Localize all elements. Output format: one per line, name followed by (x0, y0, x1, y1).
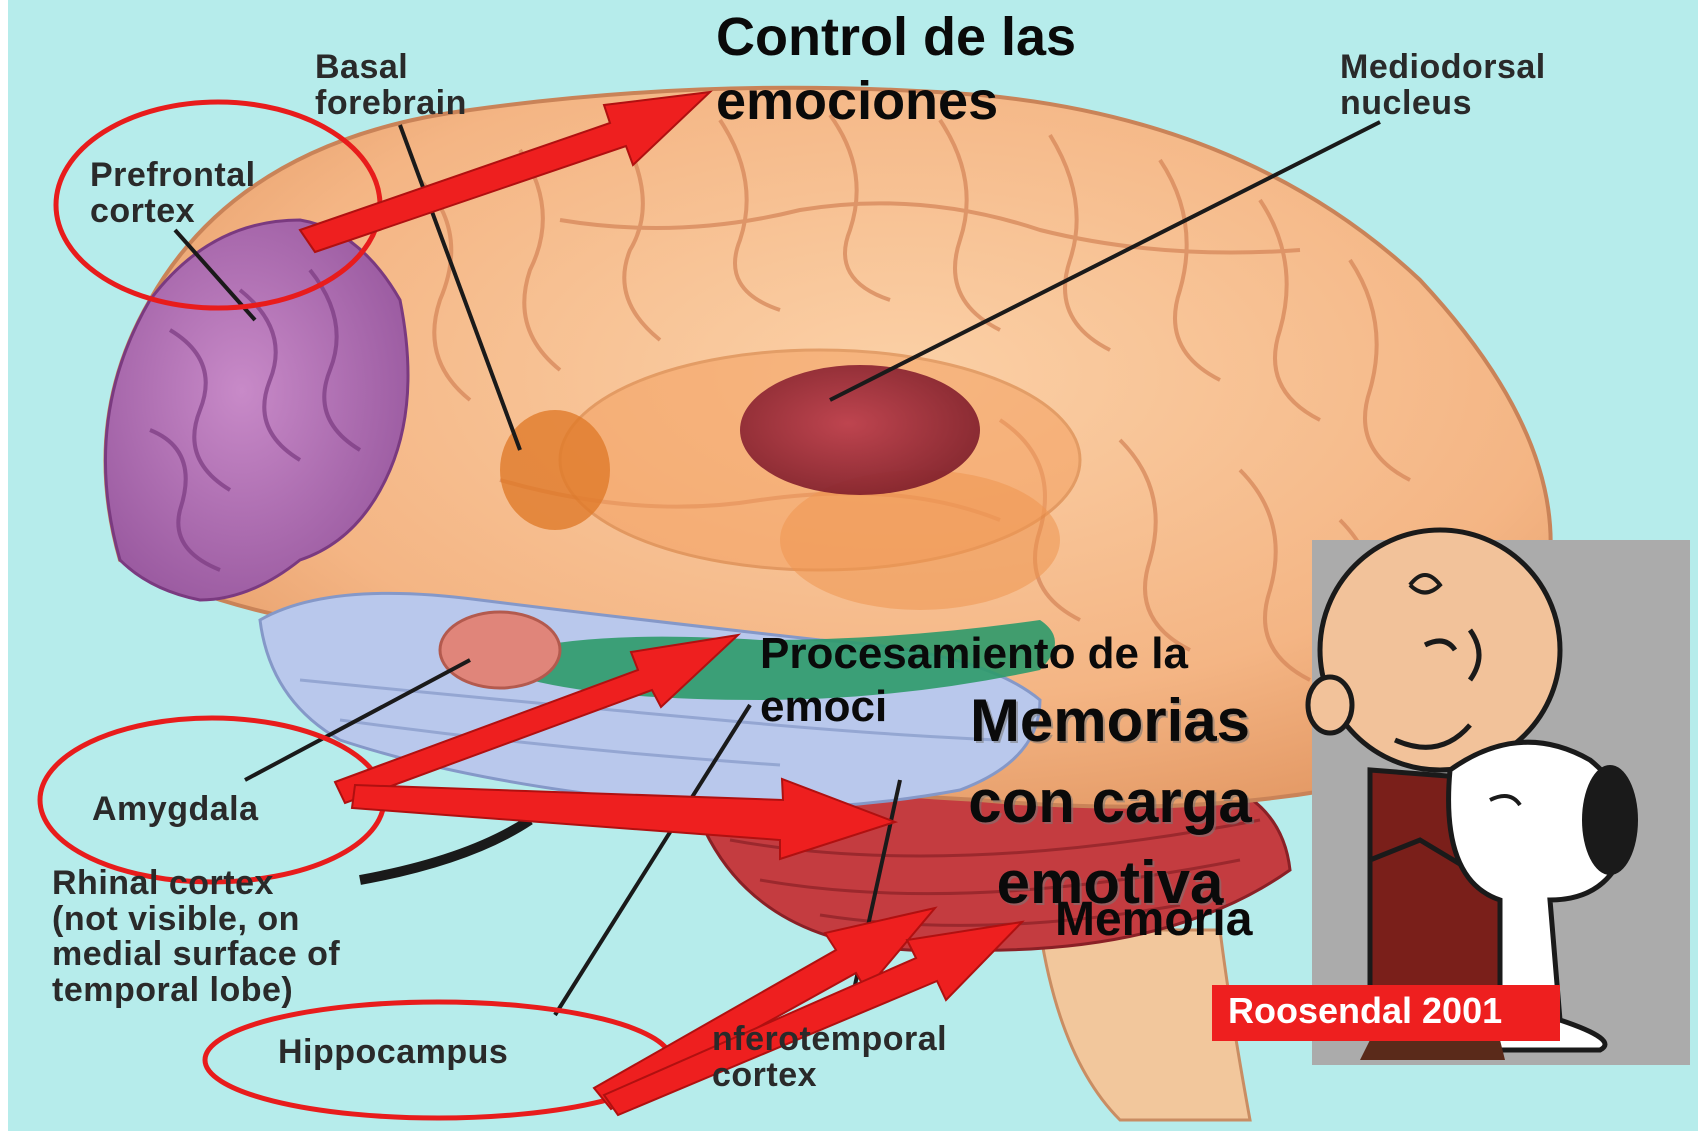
label-rhinal-line4: temporal lobe) (52, 973, 340, 1009)
label-inferotemporal-line2: cortex (712, 1058, 947, 1094)
annotation-memorias-line1: Memorias (920, 680, 1300, 761)
label-rhinal-line3: medial surface of (52, 937, 340, 973)
label-inferotemporal-line1: nferotemporal (712, 1022, 947, 1058)
basal-forebrain-region (500, 410, 610, 530)
label-prefrontal-line2: cortex (90, 194, 256, 230)
charlie-head (1320, 530, 1560, 770)
label-amygdala: Amygdala (92, 792, 259, 828)
annotation-control-emociones: Control de las emociones (716, 6, 1076, 133)
label-rhinal-line1: Rhinal cortex (52, 866, 340, 902)
annotation-control-line1: Control de las (716, 6, 1076, 70)
amygdala-region (440, 612, 560, 688)
annotation-memorias: Memorias con carga emotiva (920, 680, 1300, 923)
label-mediodorsal-nucleus: Mediodorsal nucleus (1340, 50, 1546, 121)
annotation-memorias-line2: con carga (920, 761, 1300, 842)
label-mediodorsal-line1: Mediodorsal (1340, 50, 1546, 86)
label-prefrontal-line1: Prefrontal (90, 158, 256, 194)
credit-text: Roosendal 2001 (1228, 992, 1502, 1030)
label-basal-forebrain: Basal forebrain (315, 50, 467, 121)
label-prefrontal-cortex: Prefrontal cortex (90, 158, 256, 229)
label-basal-forebrain-line1: Basal (315, 50, 467, 86)
label-mediodorsal-line2: nucleus (1340, 86, 1546, 122)
annotation-procesamiento-line1: Procesamiento de la (760, 628, 1188, 681)
label-rhinal-cortex: Rhinal cortex (not visible, on medial su… (52, 866, 340, 1009)
label-rhinal-line2: (not visible, on (52, 902, 340, 938)
annotation-memoria: Memoria (1055, 895, 1252, 945)
annotation-control-line2: emociones (716, 70, 1076, 134)
label-hippocampus: Hippocampus (278, 1035, 508, 1071)
label-inferotemporal-cortex: nferotemporal cortex (712, 1022, 947, 1093)
label-basal-forebrain-line2: forebrain (315, 86, 467, 122)
